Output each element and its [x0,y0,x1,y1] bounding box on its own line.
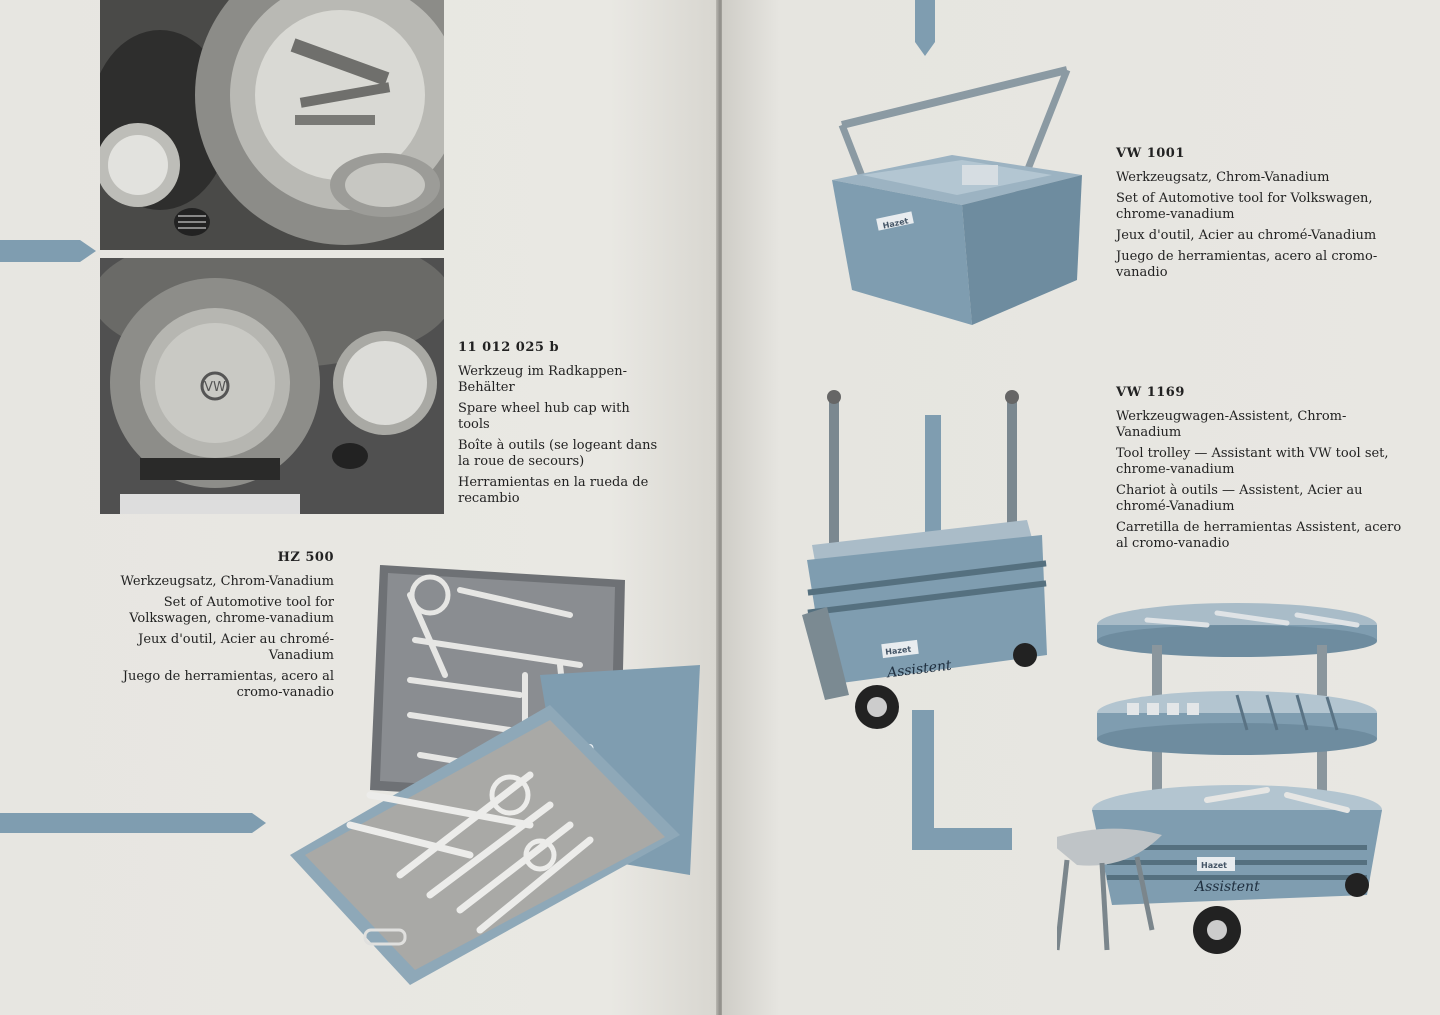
item-vw1169-text: VW 1169 Werkzeugwagen-Assistent, Chrom-V… [1116,385,1406,557]
description-de: Werkzeugsatz, Chrom-Vanadium [1116,170,1330,185]
tool-trolley-closed-illustration: Hazet Assistent [802,390,1047,729]
book-gutter [716,0,724,1015]
description-de: Werkzeug im Radkappen-Behälter [458,364,627,395]
description-en: Set of Automotive tool for Volkswagen, c… [129,595,334,626]
item-code: 11 012 025 b [458,340,560,355]
item-wheel-text: 11 012 025 b Werkzeug im Radkappen-Behäl… [458,340,658,512]
arrow-marker-icon [0,813,266,833]
arrow-marker-icon [915,0,935,56]
description-en: Tool trolley — Assistant with VW tool se… [1116,446,1389,477]
description-en: Spare wheel hub cap with tools [458,401,630,432]
script-label: Assistent [1193,879,1260,895]
item-vw1001-text: VW 1001 Werkzeugsatz, Chrom-Vanadium Set… [1116,146,1406,286]
description-es: Herramientas en la rueda de recambio [458,475,649,506]
description-es: Juego de herramientas, acero al cromo-va… [1116,249,1378,280]
description-es: Juego de herramientas, acero al cromo-va… [122,669,334,700]
description-de: Werkzeugsatz, Chrom-Vanadium [120,574,334,589]
brand-label: Hazet [885,645,912,657]
right-page: Hazet VW 1001 Werkzeugsatz, Chrom-Vanadi… [722,0,1440,1015]
description-fr: Jeux d'outil, Acier au chromé-Vanadium [1116,228,1377,243]
item-hz500-text: HZ 500 Werkzeugsatz, Chrom-Vanadium Set … [100,550,334,706]
l-marker-icon [912,710,1012,850]
tool-case-illustration: 500 [290,565,700,985]
description-fr: Jeux d'outil, Acier au chromé-Vanadium [138,632,334,663]
spare-wheel-photo-open [100,0,444,250]
description-de: Werkzeugwagen-Assistent, Chrom-Vanadium [1116,409,1347,440]
svg-text:VW: VW [204,380,226,395]
description-en: Set of Automotive tool for Volkswagen, c… [1116,191,1373,222]
description-fr: Chariot à outils — Assistent, Acier au c… [1116,483,1363,514]
tool-trolley-open-illustration: Hazet Assistent [1057,603,1382,954]
description-fr: Boîte à outils (se logeant dans la roue … [458,438,658,469]
left-page: VW 11 012 025 b Werkzeug im Radkappen-Be… [0,0,718,1015]
arrow-marker-icon [0,240,96,262]
spare-wheel-photo-closed: VW [100,258,444,514]
item-code: VW 1001 [1116,146,1185,161]
description-es: Carretilla de herramientas Assistent, ac… [1116,520,1402,551]
item-code: HZ 500 [277,550,334,565]
brand-label: Hazet [1201,861,1227,870]
cantilever-toolbox-illustration: Hazet [832,66,1082,325]
item-code: VW 1169 [1116,385,1185,400]
